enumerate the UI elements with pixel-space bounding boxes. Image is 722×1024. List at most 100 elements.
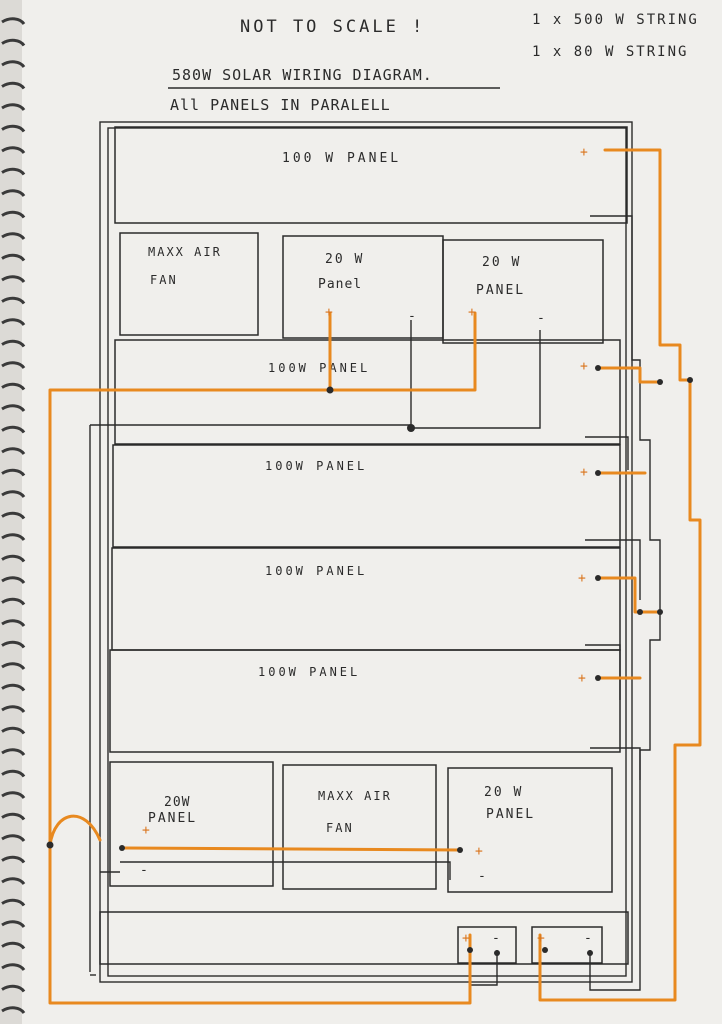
spiral-ring: [1, 296, 26, 305]
label-20w-a-2: Panel: [318, 277, 362, 292]
junction-box-1: [457, 926, 517, 964]
spiral-ring: [1, 253, 26, 262]
terminal-positive-8: +: [142, 823, 150, 838]
spiral-ring: [1, 619, 26, 627]
label-fan-top-2: FAN: [150, 273, 178, 287]
spiral-ring: [1, 232, 26, 240]
label-20w-b-2: PANEL: [476, 283, 525, 298]
terminal-positive-10: +: [462, 931, 470, 946]
spiral-ring: [1, 146, 26, 154]
spiral-ring: [1, 812, 26, 821]
spiral-ring: [1, 275, 26, 283]
spiral-ring: [1, 361, 26, 369]
terminal-positive-6: +: [578, 571, 586, 586]
spiral-ring: [1, 640, 26, 649]
terminal-positive-11: +: [537, 931, 545, 946]
terminal-negative-3: -: [140, 863, 148, 878]
panel-outlines: [99, 126, 629, 965]
spiral-ring: [1, 447, 26, 455]
panel-100w-top: [114, 126, 628, 224]
terminal-negative-2: -: [537, 311, 545, 326]
label-panel-100w-4: 100W PANEL: [265, 564, 367, 578]
junction-box-2: [531, 926, 603, 964]
spiral-ring: [1, 726, 26, 735]
spiral-ring: [1, 1006, 26, 1014]
spiral-ring: [1, 490, 26, 498]
terminal-positive-5: +: [580, 465, 588, 480]
spiral-ring: [1, 554, 26, 563]
label-panel-100w-5: 100W PANEL: [258, 665, 360, 679]
label-20w-d-2: PANEL: [486, 807, 535, 822]
label-panel-100w-2: 100W PANEL: [268, 361, 370, 375]
panel-20w-d: [447, 767, 613, 893]
label-panel-100w-3: 100W PANEL: [265, 459, 367, 473]
label-20w-a-1: 20 W: [325, 252, 364, 267]
spiral-ring: [1, 941, 26, 950]
terminal-positive-4: +: [580, 359, 588, 374]
maxx-air-fan-top: [119, 232, 259, 336]
spiral-ring: [1, 984, 26, 993]
label-20w-c-1: 20W: [164, 795, 190, 810]
spiral-ring: [1, 705, 26, 713]
spiral-ring: [1, 318, 26, 326]
terminal-positive-7: +: [578, 671, 586, 686]
spiral-ring: [1, 683, 26, 692]
label-20w-c-2: PANEL: [148, 811, 197, 826]
spiral-ring: [1, 877, 26, 885]
spiral-binding: [1, 17, 26, 1014]
negative-wiring: [90, 215, 661, 991]
spiral-ring: [1, 898, 26, 907]
label-fan-top-1: MAXX AIR: [148, 245, 222, 259]
spiral-ring: [1, 425, 26, 434]
spiral-ring: [1, 81, 26, 90]
terminal-dots: [46, 365, 693, 956]
spiral-ring: [1, 167, 26, 176]
terminal-positive-1: +: [580, 145, 588, 160]
spiral-ring: [1, 511, 26, 520]
spiral-ring: [1, 103, 26, 111]
terminal-positive-3: +: [468, 305, 476, 320]
spiral-ring: [1, 17, 26, 25]
spiral-ring: [1, 963, 26, 971]
label-20w-d-1: 20 W: [484, 785, 523, 800]
spiral-ring: [1, 210, 26, 219]
label-panel-100w-top: 100 W PANEL: [282, 151, 401, 166]
diagram-title: 580W SOLAR WIRING DIAGRAM.: [172, 66, 433, 84]
panel-100w-3: [112, 444, 621, 548]
spiral-ring: [1, 189, 26, 197]
spiral-ring: [1, 576, 26, 584]
string-note-2: 1 x 80 W STRING: [532, 44, 688, 60]
spiral-ring: [1, 662, 26, 670]
spiral-ring: [1, 124, 26, 133]
spiral-ring: [1, 339, 26, 348]
scale-note: NOT TO SCALE !: [240, 17, 425, 37]
spiral-ring: [1, 791, 26, 799]
spiral-ring: [1, 382, 26, 391]
spiral-ring: [1, 597, 26, 606]
terminal-negative-4: -: [478, 869, 486, 884]
string-note-1: 1 x 500 W STRING: [532, 12, 699, 28]
positive-wiring: [48, 148, 702, 1005]
bottom-strip: [99, 911, 629, 965]
roof-frame: [89, 121, 633, 983]
label-20w-b-1: 20 W: [482, 255, 521, 270]
diagram-subtitle: All PANELS IN PARALELL: [170, 96, 391, 114]
spiral-ring: [1, 38, 26, 47]
spiral-ring: [1, 533, 26, 541]
spiral-ring: [1, 855, 26, 864]
spiral-ring: [1, 468, 26, 477]
panel-20w-b: [442, 239, 604, 344]
panel-100w-5: [109, 649, 621, 753]
label-fan-bottom-2: FAN: [326, 821, 354, 835]
label-fan-bottom-1: MAXX AIR: [318, 789, 392, 803]
spiral-ring: [1, 769, 26, 778]
spiral-ring: [1, 748, 26, 756]
terminal-positive-9: +: [475, 844, 483, 859]
spiral-ring: [1, 920, 26, 928]
terminal-negative-1: -: [408, 309, 416, 324]
spiral-ring: [1, 834, 26, 842]
panel-20w-c: [109, 761, 274, 887]
maxx-air-fan-bottom: [282, 764, 437, 890]
